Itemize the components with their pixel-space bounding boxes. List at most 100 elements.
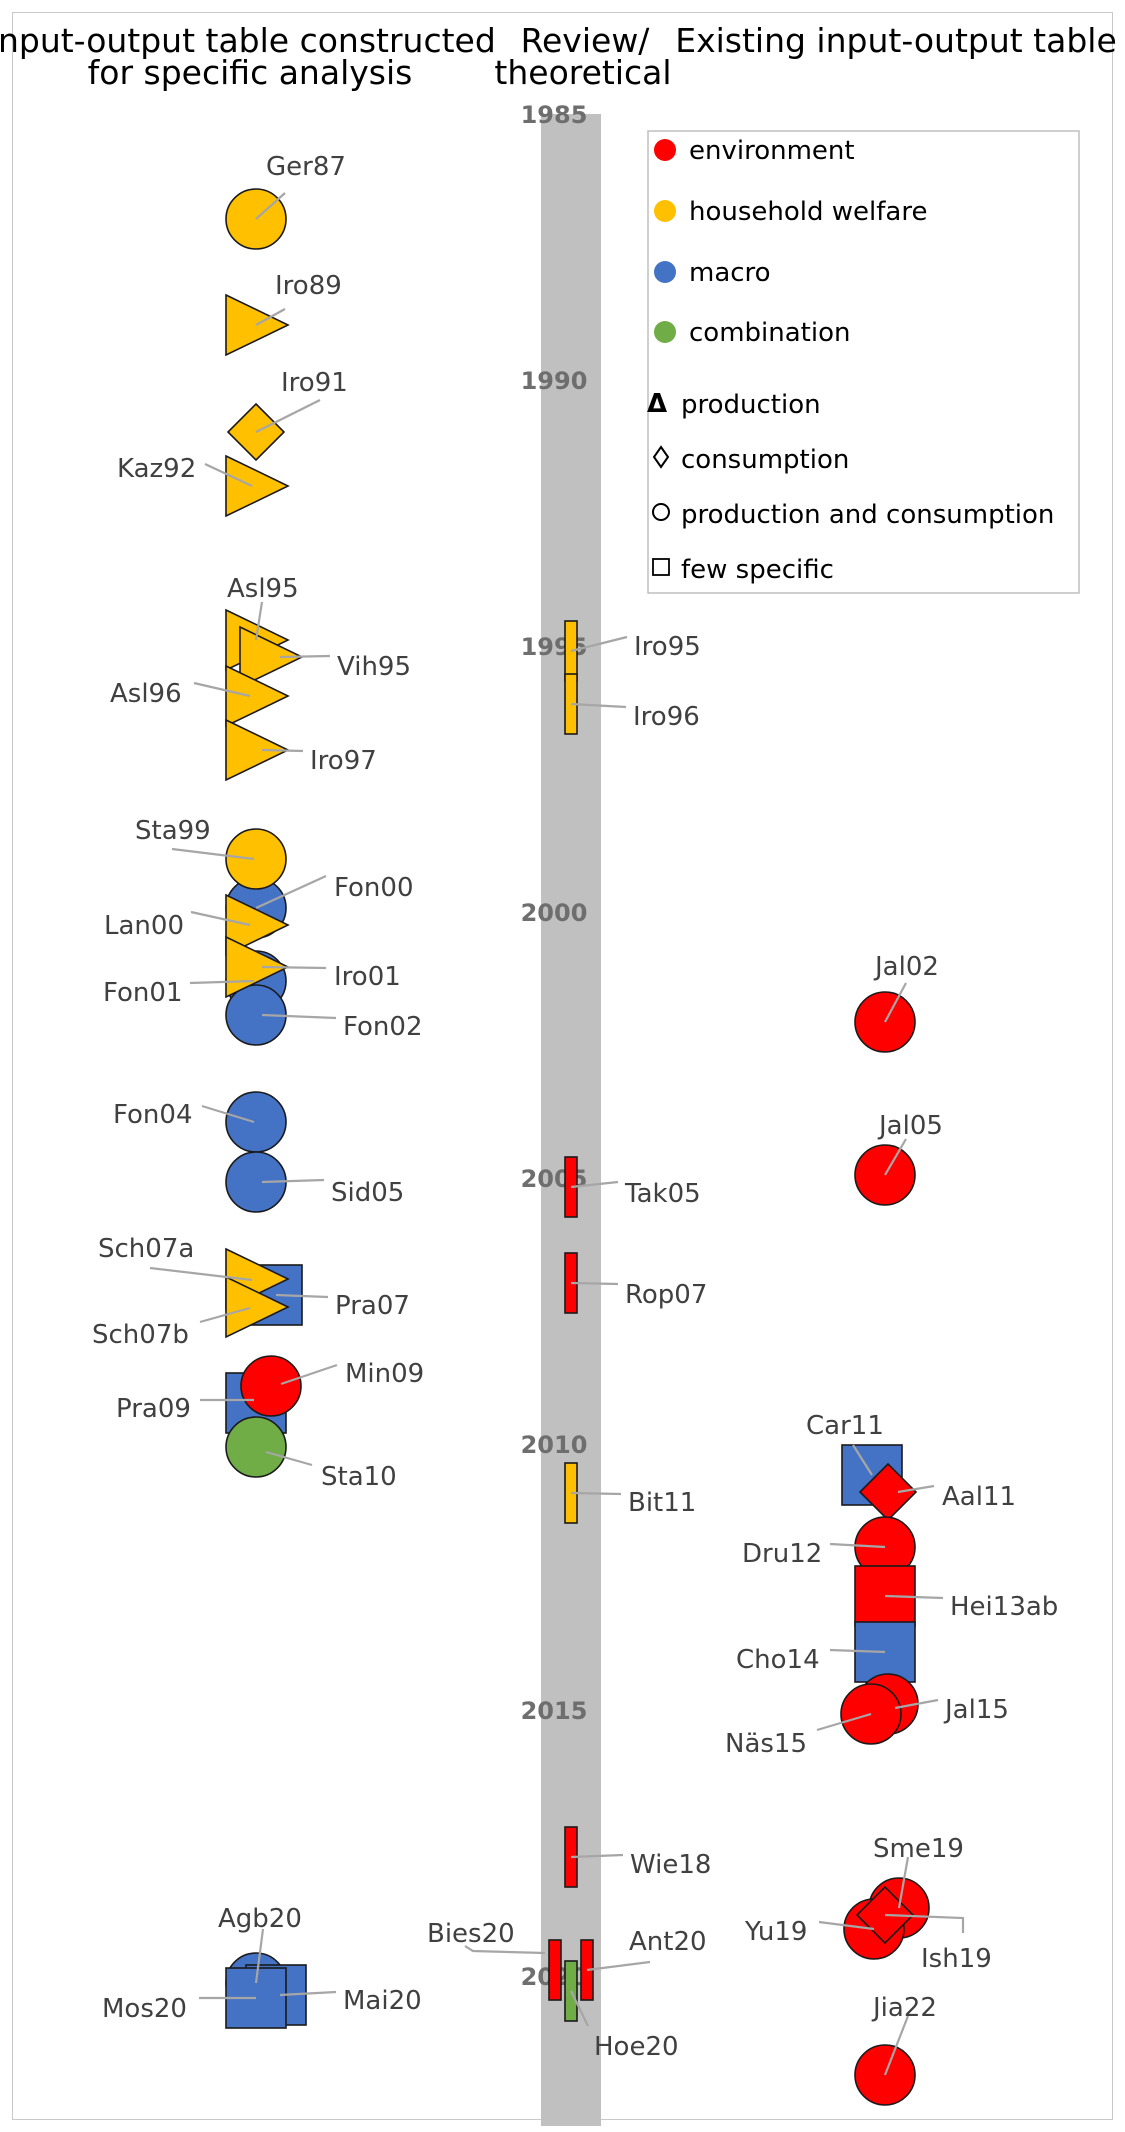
study-sch07b — [225, 1275, 290, 1339]
leader-line-ish19 — [884, 1913, 965, 1933]
study-label-sid05: Sid05 — [331, 1178, 404, 1208]
year-label-2000: 2000 — [521, 899, 588, 927]
study-label-mos20: Mos20 — [102, 1994, 187, 2024]
leader-line-tak05 — [570, 1180, 619, 1189]
header-left-line1: Input-output table constructed — [0, 21, 496, 60]
leader-line-hei13ab — [884, 1594, 944, 1600]
leader-line-iro96 — [570, 702, 627, 709]
study-label-fon02: Fon02 — [343, 1012, 423, 1042]
marker-iro97 — [225, 718, 290, 782]
leader-line-fon04 — [201, 1104, 255, 1124]
study-label-pra09: Pra09 — [116, 1394, 191, 1424]
legend-diamond-icon — [652, 445, 670, 469]
leader-line-ant20 — [586, 1960, 651, 1972]
legend-square-icon — [652, 558, 670, 576]
leader-line-sid05 — [261, 1178, 325, 1184]
study-label-asl95: Asl95 — [227, 574, 299, 604]
study-vih95 — [239, 625, 304, 689]
leader-line-fon02 — [261, 1013, 337, 1020]
study-label-vih95: Vih95 — [337, 652, 411, 682]
leader-line-aal11 — [897, 1484, 935, 1494]
study-label-asl96: Asl96 — [110, 679, 182, 709]
marker-sta10 — [225, 1416, 287, 1478]
study-label-ish19: Ish19 — [921, 1944, 992, 1974]
leader-line-hoe20 — [570, 1990, 589, 2027]
study-label-sta99: Sta99 — [135, 816, 211, 846]
legend-label-circle: production and consumption — [681, 500, 1054, 530]
leader-line-jal02 — [884, 982, 907, 1023]
leader-line-iro97 — [261, 748, 304, 753]
marker-sta99 — [225, 828, 287, 890]
leader-line-bit11 — [570, 1491, 622, 1496]
leader-line-min09 — [280, 1363, 338, 1386]
study-label-bit11: Bit11 — [628, 1488, 696, 1518]
leader-line-kaz92 — [204, 463, 253, 487]
marker-bies20 — [548, 1939, 562, 2001]
study-sta99 — [225, 828, 287, 890]
study-label-sch07a: Sch07a — [98, 1234, 194, 1264]
study-label-pra07: Pra07 — [335, 1291, 410, 1321]
study-label-min09: Min09 — [345, 1359, 424, 1389]
leader-line-sme19 — [897, 1856, 910, 1909]
marker-min09 — [240, 1355, 302, 1417]
year-label-1990: 1990 — [521, 367, 588, 395]
study-label-lan00: Lan00 — [104, 911, 184, 941]
marker-fon04 — [225, 1091, 287, 1153]
study-label-ger87: Ger87 — [266, 152, 346, 182]
leader-line-näs15 — [816, 1712, 872, 1732]
study-label-jal15: Jal15 — [943, 1695, 1009, 1725]
study-label-bies20: Bies20 — [427, 1919, 515, 1949]
study-label-jia22: Jia22 — [871, 1993, 937, 2023]
study-label-tak05: Tak05 — [624, 1179, 701, 1209]
study-label-wie18: Wie18 — [630, 1850, 711, 1880]
study-fon04 — [225, 1091, 287, 1153]
study-label-dru12: Dru12 — [742, 1539, 822, 1569]
study-label-kaz92: Kaz92 — [117, 454, 196, 484]
study-label-fon01: Fon01 — [103, 978, 183, 1008]
leader-line-jia22 — [883, 2015, 910, 2076]
marker-iro91 — [226, 402, 286, 462]
leader-line-asl96 — [193, 681, 251, 698]
study-label-sta10: Sta10 — [321, 1462, 397, 1492]
legend-swatch-household_welfare — [654, 200, 676, 222]
year-label-1985: 1985 — [521, 101, 588, 129]
study-label-sme19: Sme19 — [873, 1834, 964, 1864]
marker-asl96 — [225, 664, 290, 728]
header-left-line2: for specific analysis — [88, 53, 413, 92]
study-label-iro97: Iro97 — [310, 746, 377, 776]
study-label-hei13ab: Hei13ab — [950, 1592, 1058, 1622]
leader-line-fon01 — [189, 979, 255, 985]
study-label-hoe20: Hoe20 — [594, 2032, 679, 2062]
header-middle-line1: Review/ — [521, 21, 651, 60]
leader-line-car11 — [852, 1444, 873, 1476]
timeline-bar — [541, 114, 601, 2126]
study-label-iro96: Iro96 — [633, 702, 700, 732]
study-label-yu19: Yu19 — [744, 1917, 807, 1947]
leader-line-iro95 — [570, 635, 628, 653]
year-label-2010: 2010 — [521, 1431, 588, 1459]
study-iro91 — [226, 402, 286, 462]
study-label-fon04: Fon04 — [113, 1100, 193, 1130]
study-label-jal05: Jal05 — [877, 1111, 943, 1141]
leader-line-jal15 — [894, 1698, 939, 1710]
study-label-ant20: Ant20 — [629, 1927, 707, 1957]
study-label-näs15: Näs15 — [725, 1729, 807, 1759]
leader-line-wie18 — [570, 1853, 624, 1859]
study-label-fon00: Fon00 — [334, 873, 414, 903]
legend-label-square: few specific — [681, 555, 834, 585]
legend-label-diamond: consumption — [681, 445, 849, 475]
marker-lan00 — [225, 893, 290, 957]
leader-line-dru12 — [829, 1542, 886, 1549]
study-ger87 — [225, 188, 287, 250]
leader-line-cho14 — [829, 1648, 886, 1654]
study-label-agb20: Agb20 — [218, 1904, 302, 1934]
study-sta10 — [225, 1416, 287, 1478]
study-label-car11: Car11 — [806, 1411, 884, 1441]
leader-line-sta99 — [171, 847, 255, 861]
study-label-mai20: Mai20 — [343, 1986, 422, 2016]
legend-swatch-macro — [654, 261, 676, 283]
study-label-iro01: Iro01 — [334, 962, 401, 992]
study-lan00 — [225, 893, 290, 957]
